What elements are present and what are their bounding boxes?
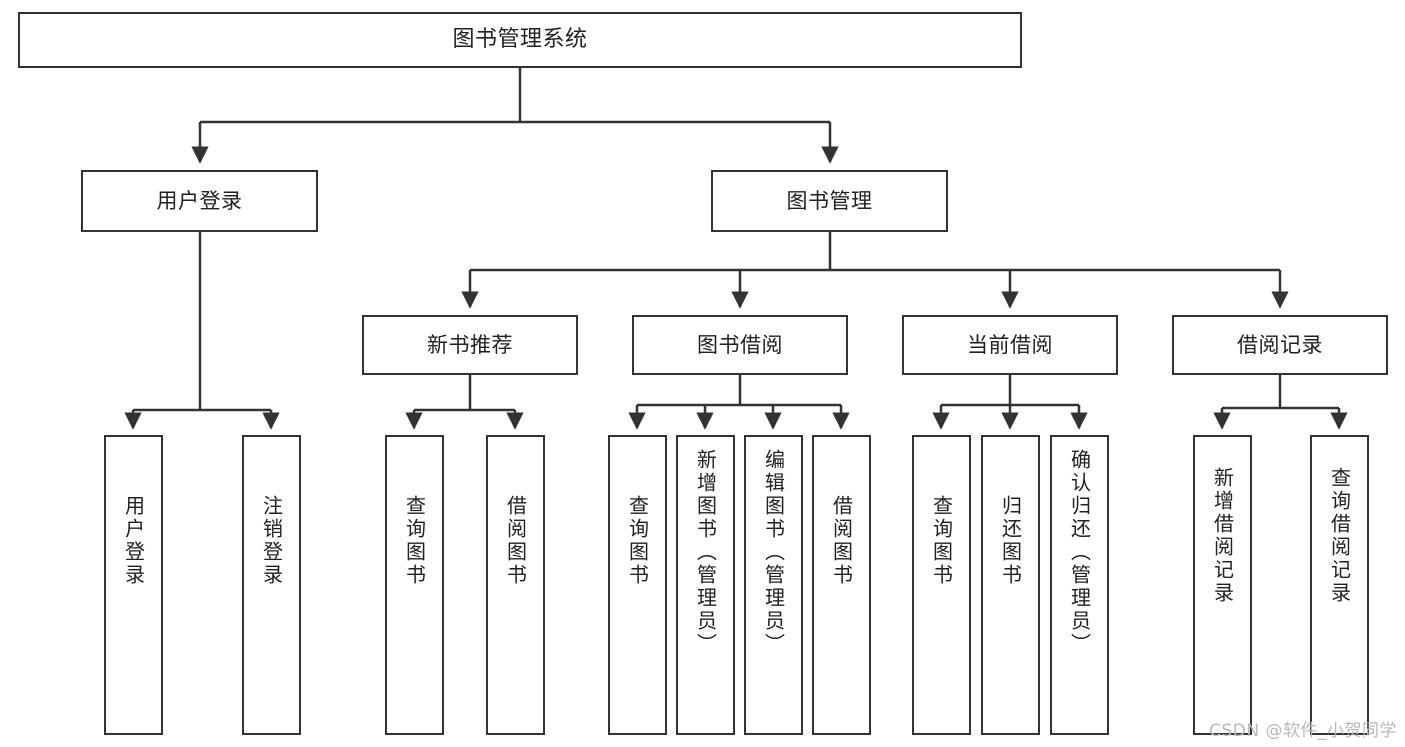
- node-borrow-record[interactable]: 借阅记录: [1172, 315, 1388, 375]
- node-label: 确认归还（管理员）: [1067, 449, 1092, 656]
- node-label: 新增借阅记录: [1210, 467, 1235, 605]
- node-book-borrow[interactable]: 图书借阅: [632, 315, 848, 375]
- node-current-borrow[interactable]: 当前借阅: [902, 315, 1118, 375]
- leaf-new-book-query[interactable]: 查询图书: [385, 435, 444, 735]
- leaf-current-borrow-query[interactable]: 查询图书: [912, 435, 971, 735]
- leaf-user-login-logout[interactable]: 注销登录: [242, 435, 301, 735]
- node-label: 编辑图书（管理员）: [761, 449, 786, 656]
- node-label: 归还图书: [998, 495, 1023, 587]
- node-book-management[interactable]: 图书管理: [711, 170, 948, 232]
- node-label: 借阅图书: [829, 495, 854, 587]
- leaf-current-borrow-return[interactable]: 归还图书: [981, 435, 1040, 735]
- node-label: 用户登录: [121, 495, 146, 587]
- node-label: 注销登录: [259, 495, 284, 587]
- leaf-new-book-borrow[interactable]: 借阅图书: [486, 435, 545, 735]
- node-label: 图书管理系统: [452, 27, 588, 53]
- node-label: 查询图书: [929, 495, 954, 587]
- leaf-book-borrow-add[interactable]: 新增图书（管理员）: [676, 435, 735, 735]
- node-user-login[interactable]: 用户登录: [81, 170, 318, 232]
- node-label: 当前借阅: [967, 332, 1053, 357]
- node-label: 新书推荐: [427, 332, 513, 357]
- node-label: 借阅记录: [1237, 332, 1323, 357]
- leaf-user-login-login[interactable]: 用户登录: [104, 435, 163, 735]
- leaf-book-borrow-edit[interactable]: 编辑图书（管理员）: [744, 435, 803, 735]
- csdn-watermark: CSDN @软件_小贺同学: [1209, 721, 1397, 741]
- node-label: 借阅图书: [503, 495, 528, 587]
- node-label: 查询借阅记录: [1327, 467, 1352, 605]
- node-label: 图书借阅: [697, 332, 783, 357]
- node-label: 查询图书: [625, 495, 650, 587]
- node-root-system[interactable]: 图书管理系统: [18, 12, 1022, 68]
- leaf-book-borrow-borrow[interactable]: 借阅图书: [812, 435, 871, 735]
- node-label: 新增图书（管理员）: [693, 449, 718, 656]
- node-label: 用户登录: [156, 188, 243, 213]
- node-label: 查询图书: [402, 495, 427, 587]
- node-new-book-recommend[interactable]: 新书推荐: [362, 315, 578, 375]
- leaf-borrow-record-query[interactable]: 查询借阅记录: [1310, 435, 1369, 735]
- leaf-borrow-record-add[interactable]: 新增借阅记录: [1193, 435, 1252, 735]
- node-label: 图书管理: [786, 188, 873, 213]
- leaf-book-borrow-query[interactable]: 查询图书: [608, 435, 667, 735]
- leaf-current-borrow-confirm-return[interactable]: 确认归还（管理员）: [1050, 435, 1109, 735]
